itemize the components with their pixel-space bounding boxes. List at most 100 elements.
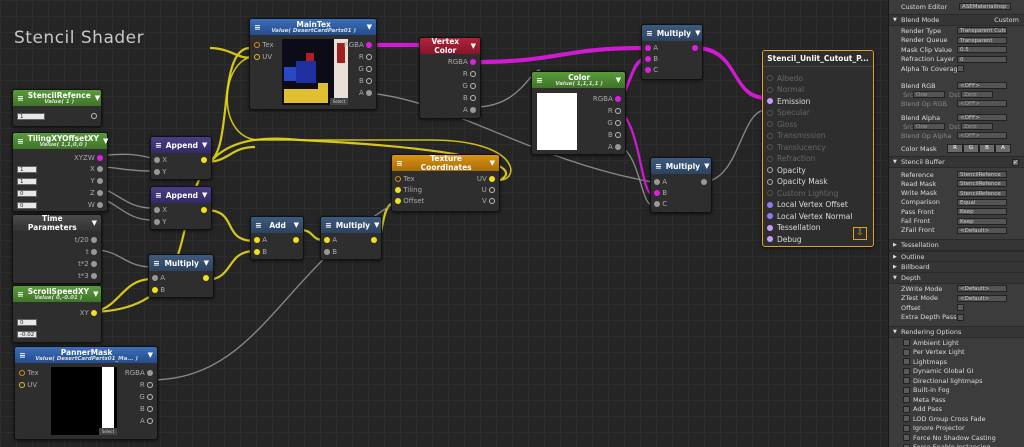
collapse-arrow-icon[interactable]: ▼ xyxy=(374,221,380,229)
port-dot[interactable] xyxy=(366,42,372,48)
rendering-option-row[interactable]: Force No Shadow Casting xyxy=(889,433,1024,442)
option-checkbox[interactable] xyxy=(903,396,910,403)
port-tex[interactable]: Tex xyxy=(254,40,274,50)
port-uv-out[interactable]: UV xyxy=(477,174,495,184)
node-header[interactable]: ≡ Append ▼ xyxy=(151,137,211,153)
port-dot[interactable] xyxy=(767,167,773,173)
port-dot[interactable] xyxy=(767,109,773,116)
port-offset[interactable]: Offset xyxy=(395,196,424,206)
port-dot[interactable] xyxy=(645,45,651,51)
port-dot[interactable] xyxy=(395,187,401,193)
section-blend-mode[interactable]: ▼ Blend Mode Custom xyxy=(889,14,1024,26)
output-port-row[interactable]: Refraction xyxy=(767,154,815,164)
node-header[interactable]: ≡ Multiply ▼ xyxy=(651,158,711,174)
port-dot[interactable] xyxy=(91,237,97,243)
port-a[interactable]: A xyxy=(324,235,337,245)
port-b[interactable]: B xyxy=(645,54,658,64)
port-dot[interactable] xyxy=(147,370,153,376)
port-a[interactable]: A xyxy=(654,177,667,187)
output-port-row[interactable]: Emission xyxy=(767,96,810,106)
port-z[interactable]: Z xyxy=(90,188,103,198)
property-dropdown[interactable]: StencilRefence xyxy=(957,171,1007,178)
value-field-x[interactable]: 0 xyxy=(17,319,37,326)
option-checkbox[interactable] xyxy=(903,443,910,447)
port-dot[interactable] xyxy=(147,394,153,400)
port-dot[interactable] xyxy=(767,224,773,231)
collapse-arrow-icon[interactable]: ▼ xyxy=(94,94,101,102)
port-dot[interactable] xyxy=(654,201,660,207)
port-dot[interactable] xyxy=(366,54,372,60)
output-port-row[interactable]: Opacity Mask xyxy=(767,177,828,187)
port-a[interactable]: A xyxy=(254,235,267,245)
port-x[interactable]: X xyxy=(90,164,103,174)
node-menu-icon[interactable]: ≡ xyxy=(153,258,160,268)
port-dot[interactable] xyxy=(767,86,773,93)
section-rendering-options[interactable]: ▼ Rendering Options xyxy=(889,326,1024,338)
port-dot[interactable] xyxy=(324,249,330,255)
node-multiply-scroll[interactable]: ≡ Multiply ▼ A B xyxy=(148,254,214,298)
port-dot[interactable] xyxy=(615,120,621,126)
port-dot[interactable] xyxy=(470,59,476,65)
dst-dropdown[interactable]: Zero xyxy=(961,123,993,130)
port-c[interactable]: C xyxy=(645,65,658,75)
port-dot[interactable] xyxy=(767,236,773,242)
port-r[interactable]: R xyxy=(140,380,153,390)
port-r[interactable]: R xyxy=(359,52,372,62)
value-field-y[interactable]: -0.02 xyxy=(17,331,37,338)
node-header[interactable]: Stencil_Unlit_Cutout_P... xyxy=(763,51,873,67)
blend-mode-value[interactable]: Custom xyxy=(994,16,1019,24)
port-dot[interactable] xyxy=(470,71,476,77)
property-dropdown[interactable]: <Default> xyxy=(957,294,1007,302)
node-append-2[interactable]: ≡ Append ▼ X Y xyxy=(150,186,212,230)
port-dot[interactable] xyxy=(91,249,97,255)
port-g[interactable]: G xyxy=(358,64,372,74)
node-header[interactable]: ≡ Append ▼ xyxy=(151,187,211,203)
port-dot[interactable] xyxy=(767,144,773,150)
node-header[interactable]: Vertex Color ▼ xyxy=(420,37,480,55)
port-dot[interactable] xyxy=(470,83,476,89)
output-port-row[interactable]: Translucency xyxy=(767,142,826,152)
port-dot[interactable] xyxy=(767,213,773,219)
node-menu-icon[interactable]: ≡ xyxy=(19,350,26,360)
section-depth[interactable]: ▼Depth xyxy=(889,272,1024,284)
node-menu-icon[interactable]: ≡ xyxy=(536,75,543,85)
port-dot[interactable] xyxy=(254,249,260,255)
collapse-arrow-icon[interactable]: ▼ xyxy=(93,290,99,298)
port-dot[interactable] xyxy=(615,96,621,102)
node-header[interactable]: ≡ Multiply ▼ xyxy=(149,255,213,271)
property-dropdown[interactable]: Keep xyxy=(957,217,1007,225)
rendering-option-row[interactable]: Built-in Fog xyxy=(889,386,1024,395)
port-x[interactable]: X xyxy=(154,155,167,165)
property-dropdown[interactable]: <Default> xyxy=(957,226,1007,234)
port-tiling[interactable]: Tiling xyxy=(395,185,422,195)
port-y[interactable]: Y xyxy=(154,217,167,227)
node-menu-icon[interactable]: ≡ xyxy=(155,140,162,150)
port-dot[interactable] xyxy=(489,187,495,193)
property-dropdown[interactable]: StencilRefence xyxy=(957,180,1007,188)
option-checkbox[interactable] xyxy=(903,367,910,375)
port-g[interactable]: G xyxy=(139,392,153,402)
node-texture-coordinates[interactable]: ≡ Texture Coordinates ▼ Tex Tiling Offse… xyxy=(391,154,500,212)
port-dot[interactable] xyxy=(645,56,651,62)
node-add[interactable]: ≡ Add ▼ A B xyxy=(250,216,304,260)
port-dot[interactable] xyxy=(470,107,476,113)
node-menu-icon[interactable]: ≡ xyxy=(646,28,653,38)
output-port-row[interactable]: Custom Lighting xyxy=(767,188,838,198)
output-port-row[interactable]: Debug xyxy=(767,234,802,244)
port-t2[interactable]: t*2 xyxy=(78,259,97,269)
option-checkbox[interactable] xyxy=(903,358,910,365)
node-menu-icon[interactable]: ≡ xyxy=(325,220,332,230)
node-multiply-mid[interactable]: ≡ Multiply ▼ A B xyxy=(320,216,382,260)
port-a[interactable]: A xyxy=(152,273,165,283)
node-header[interactable]: ≡ Multiply ▼ xyxy=(642,25,702,41)
port-dot[interactable] xyxy=(19,370,25,376)
port-tex[interactable]: Tex xyxy=(395,174,415,184)
option-checkbox[interactable] xyxy=(903,415,910,422)
rendering-option-row[interactable]: Meta Pass xyxy=(889,395,1024,404)
output-port-row[interactable]: Transmission xyxy=(767,131,825,141)
collapse-arrow-icon[interactable]: ▼ xyxy=(91,219,97,227)
